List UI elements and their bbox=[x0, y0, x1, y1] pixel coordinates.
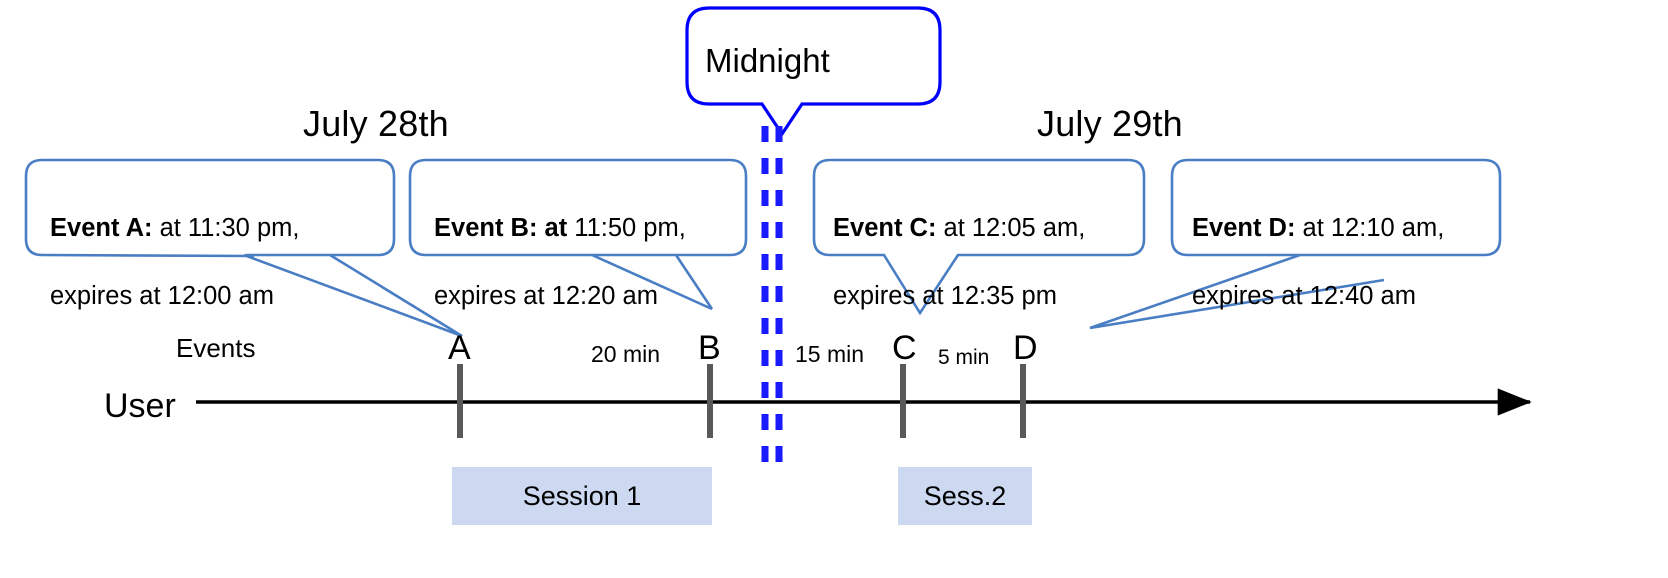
callout-b-rest: 11:50 pm, bbox=[567, 214, 686, 243]
callout-a-bold: Event A: bbox=[50, 214, 153, 243]
callout-c-bold: Event C: bbox=[833, 214, 937, 243]
callout-d-text: Event D: at 12:10 am, expires at 12:40 a… bbox=[1192, 177, 1502, 348]
callout-b-text: Event B: at 11:50 pm, expires at 12:20 a… bbox=[434, 177, 744, 348]
event-letter-a: A bbox=[448, 329, 471, 367]
event-letter-c: C bbox=[892, 329, 917, 367]
callout-b-bold: Event B: at bbox=[434, 214, 568, 243]
event-letter-d: D bbox=[1013, 329, 1038, 367]
session-2-label: Sess.2 bbox=[923, 480, 1007, 511]
duration-label-20min: 20 min bbox=[591, 341, 661, 367]
date-header-july-28: July 28th bbox=[303, 103, 449, 144]
duration-label-15min: 15 min bbox=[795, 341, 865, 367]
callout-d-rest: at 12:10 am, bbox=[1295, 214, 1445, 243]
callout-a-text: Event A: at 11:30 pm, expires at 12:00 a… bbox=[50, 177, 390, 348]
callout-a-rest: at 11:30 pm, bbox=[152, 214, 300, 243]
duration-label-5min: 5 min bbox=[938, 346, 990, 369]
session-box-1: Session 1 bbox=[452, 467, 712, 525]
callout-c-line2: expires at 12:35 pm bbox=[833, 282, 1057, 311]
callout-b-line2: expires at 12:20 am bbox=[434, 282, 658, 311]
callout-c-text: Event C: at 12:05 am, expires at 12:35 p… bbox=[833, 177, 1145, 348]
session-box-2: Sess.2 bbox=[898, 467, 1032, 525]
date-header-july-29: July 29th bbox=[1037, 103, 1183, 144]
event-letter-b: B bbox=[698, 329, 721, 367]
session-1-label: Session 1 bbox=[522, 480, 642, 511]
callout-d-bold: Event D: bbox=[1192, 214, 1296, 243]
callout-d-line2: expires at 12:40 am bbox=[1192, 282, 1416, 311]
midnight-label: Midnight bbox=[705, 42, 830, 79]
row-label-user: User bbox=[104, 387, 176, 425]
callout-a-line2: expires at 12:00 am bbox=[50, 282, 274, 311]
callout-c-rest: at 12:05 am, bbox=[936, 214, 1086, 243]
row-label-events: Events bbox=[176, 333, 256, 363]
